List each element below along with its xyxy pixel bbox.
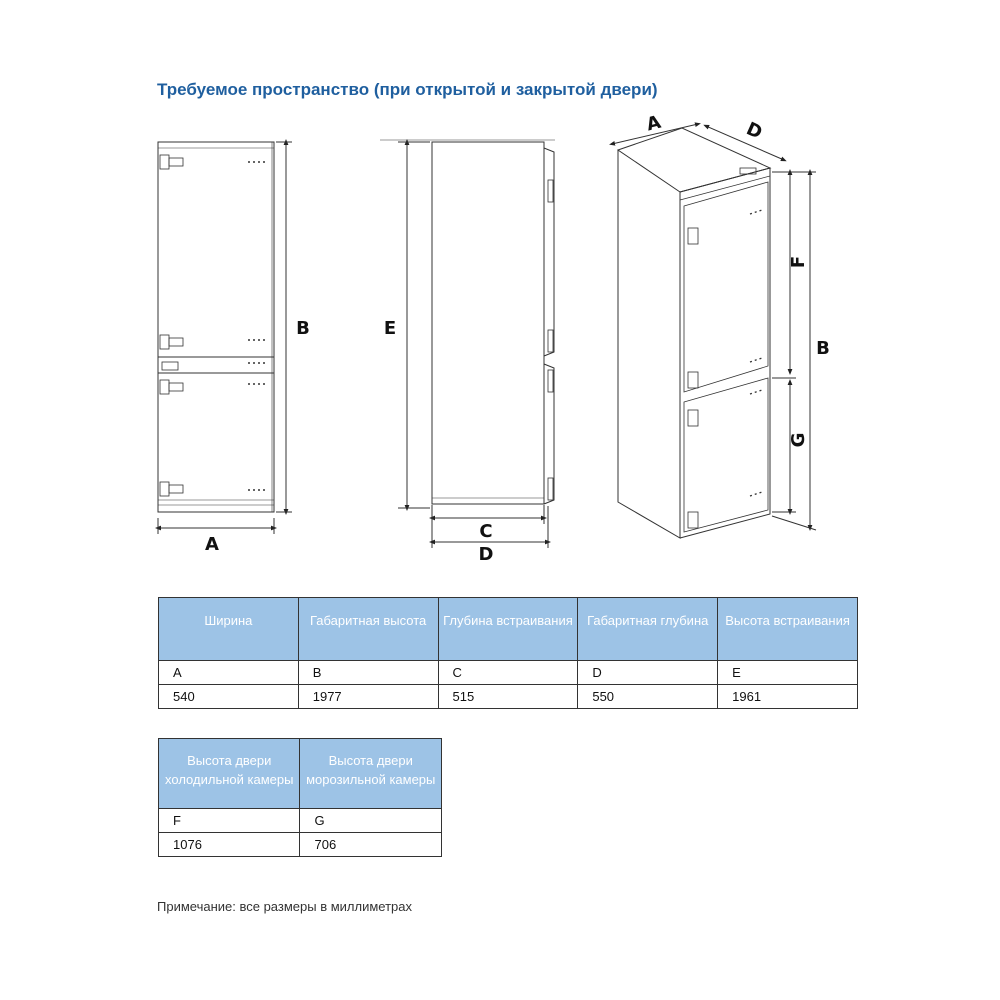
header-total-depth: Габаритная глубина xyxy=(577,597,719,661)
front-height-label: B xyxy=(296,318,310,339)
side-dimensions xyxy=(398,139,551,548)
iso-width-label: A xyxy=(644,112,663,136)
value-cell: 1076 xyxy=(157,832,301,857)
iso-freezer-door-label: G xyxy=(788,433,809,448)
side-embed-depth-label: C xyxy=(479,521,492,542)
header-width: Ширина xyxy=(158,597,299,661)
header-embed-height: Высота встраивания xyxy=(717,597,858,661)
table-row: 1076 706 xyxy=(157,832,442,857)
table-header-row: Ширина Габаритная высота Глубина встраив… xyxy=(158,597,858,661)
iso-view xyxy=(616,127,772,539)
dimensions-table: Ширина Габаритная высота Глубина встраив… xyxy=(158,597,858,709)
iso-height-label: B xyxy=(816,338,830,359)
header-total-height: Габаритная высота xyxy=(297,597,439,661)
table-row: A B C D E xyxy=(158,660,858,685)
dimension-drawing: A B E C D xyxy=(155,112,830,565)
code-cell: G xyxy=(299,808,442,833)
front-view xyxy=(157,141,275,513)
value-cell: 706 xyxy=(299,832,442,857)
table-row: 540 1977 515 550 1961 xyxy=(158,684,858,709)
side-total-depth-label: D xyxy=(479,544,494,565)
code-cell: D xyxy=(577,660,719,685)
value-cell: 515 xyxy=(437,684,579,709)
code-cell: C xyxy=(437,660,579,685)
header-freezer-door: Высота двери морозильной камеры xyxy=(299,738,442,809)
value-cell: 550 xyxy=(577,684,719,709)
code-cell: E xyxy=(717,660,858,685)
door-heights-table: Высота двери холодильной камеры Высота д… xyxy=(157,738,442,857)
side-view xyxy=(380,139,555,505)
table-row: F G xyxy=(157,808,442,833)
header-embed-depth: Глубина встраивания xyxy=(437,597,579,661)
value-cell: 540 xyxy=(158,684,299,709)
value-cell: 1961 xyxy=(717,684,858,709)
iso-dimensions xyxy=(609,122,817,531)
iso-depth-label: D xyxy=(743,118,765,143)
iso-fridge-door-label: F xyxy=(788,256,809,268)
front-width-label: A xyxy=(205,534,219,555)
value-cell: 1977 xyxy=(297,684,439,709)
header-fridge-door: Высота двери холодильной камеры xyxy=(157,738,301,809)
page-title: Требуемое пространство (при открытой и з… xyxy=(157,80,658,99)
code-cell: A xyxy=(158,660,299,685)
side-embed-height-label: E xyxy=(384,318,396,339)
units-note: Примечание: все размеры в миллиметрах xyxy=(157,899,412,914)
code-cell: F xyxy=(157,808,301,833)
table-header-row: Высота двери холодильной камеры Высота д… xyxy=(157,738,442,809)
code-cell: B xyxy=(297,660,439,685)
front-dimensions xyxy=(155,139,292,534)
